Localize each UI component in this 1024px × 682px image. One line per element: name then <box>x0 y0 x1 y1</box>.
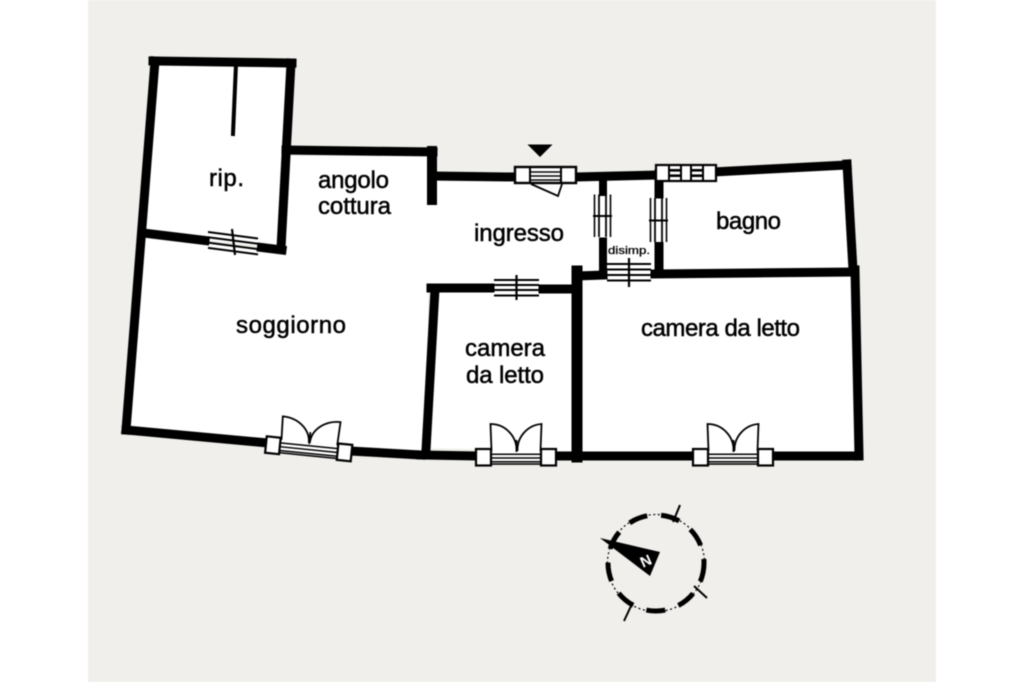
svg-text:bagno: bagno <box>716 208 781 235</box>
svg-text:angolo: angolo <box>318 167 389 194</box>
svg-text:cottura: cottura <box>318 193 392 220</box>
svg-text:disimp.: disimp. <box>608 245 650 257</box>
svg-text:da letto: da letto <box>466 362 544 389</box>
svg-text:camera: camera <box>465 335 546 362</box>
svg-text:soggiorno: soggiorno <box>236 312 346 339</box>
svg-text:camera da letto: camera da letto <box>641 315 800 342</box>
svg-text:rip.: rip. <box>209 165 244 192</box>
svg-text:ingresso: ingresso <box>474 220 564 247</box>
